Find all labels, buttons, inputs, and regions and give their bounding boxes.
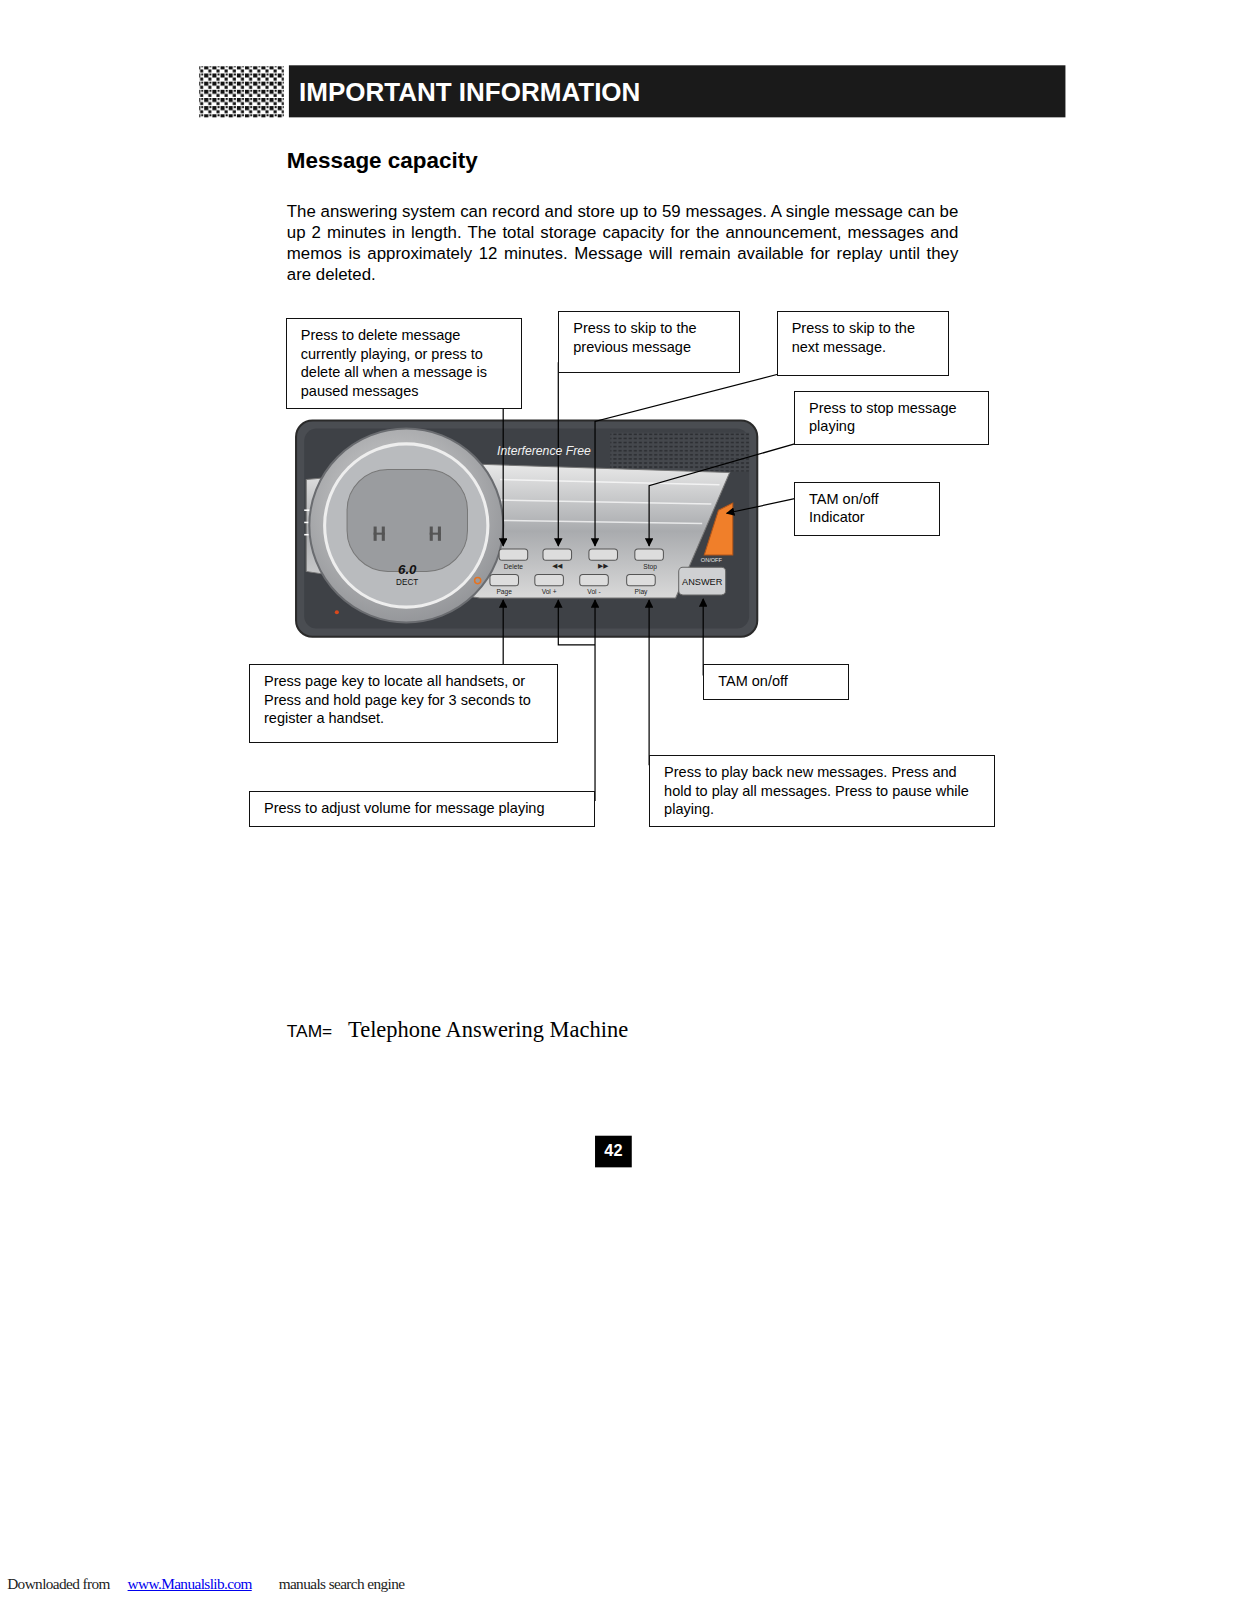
callout-box: Press to delete message currently playin… xyxy=(286,318,522,409)
callout-text: Press to stop message playing xyxy=(809,399,978,436)
callout-text: TAM on/off xyxy=(718,672,838,691)
abbreviation: TAM= xyxy=(287,1022,332,1042)
callout-text: Press to skip to the previous message xyxy=(573,319,729,356)
button-label: Page xyxy=(496,588,511,596)
footer-text: Downloaded from xyxy=(7,1575,110,1593)
callout-text: TAM on/off Indicator xyxy=(809,490,929,527)
device-print: Interference Free xyxy=(497,444,591,458)
callout-box: Press to play back new messages. Press a… xyxy=(649,755,995,827)
device-print: DECT xyxy=(396,578,418,587)
callout-text: Press to play back new messages. Press a… xyxy=(664,763,984,819)
corner-pattern xyxy=(199,66,284,117)
page-number: 42 xyxy=(604,1141,622,1160)
callout-text: Press to skip to the next message. xyxy=(792,319,938,356)
button-label: Vol + xyxy=(542,588,557,596)
callout-text: Press to delete message currently playin… xyxy=(301,326,511,400)
button-label: Delete xyxy=(504,564,523,572)
callout-box: TAM on/off Indicator xyxy=(794,482,940,536)
page-number-box xyxy=(595,1136,632,1168)
button-label: Stop xyxy=(643,564,657,572)
callout-box: TAM on/off xyxy=(703,664,849,700)
callout-box: Press to stop message playing xyxy=(794,391,989,445)
button-label: ▶▶ xyxy=(598,564,608,572)
abbreviation-expansion: Telephone Answering Machine xyxy=(348,1017,628,1043)
section-heading: Message capacity xyxy=(287,148,478,174)
title-bar xyxy=(289,65,1066,117)
callout-box: Press to adjust volume for message playi… xyxy=(249,791,595,827)
button-label: Vol - xyxy=(587,588,600,596)
callout-text: Press page key to locate all handsets, o… xyxy=(264,672,547,728)
callout-box: Press to skip to the previous message xyxy=(558,311,740,372)
page-title: IMPORTANT INFORMATION xyxy=(299,76,640,107)
footer-link: www.Manualslib.com xyxy=(128,1575,252,1593)
callout-box: Press to skip to the next message. xyxy=(777,311,949,375)
callout-text: Press to adjust volume for message playi… xyxy=(264,799,584,818)
callout-box: Press page key to locate all handsets, o… xyxy=(249,664,558,743)
base-station xyxy=(296,420,757,636)
button-label: ANSWER xyxy=(682,576,722,587)
button-label: ON/OFF xyxy=(701,557,722,563)
body-paragraph: The answering system can record and stor… xyxy=(287,202,959,286)
footer-text: manuals search engine xyxy=(279,1575,405,1593)
button-label: Play xyxy=(635,588,648,596)
button-label: ◀◀ xyxy=(552,564,562,572)
device-print: 6.0 xyxy=(398,562,416,577)
